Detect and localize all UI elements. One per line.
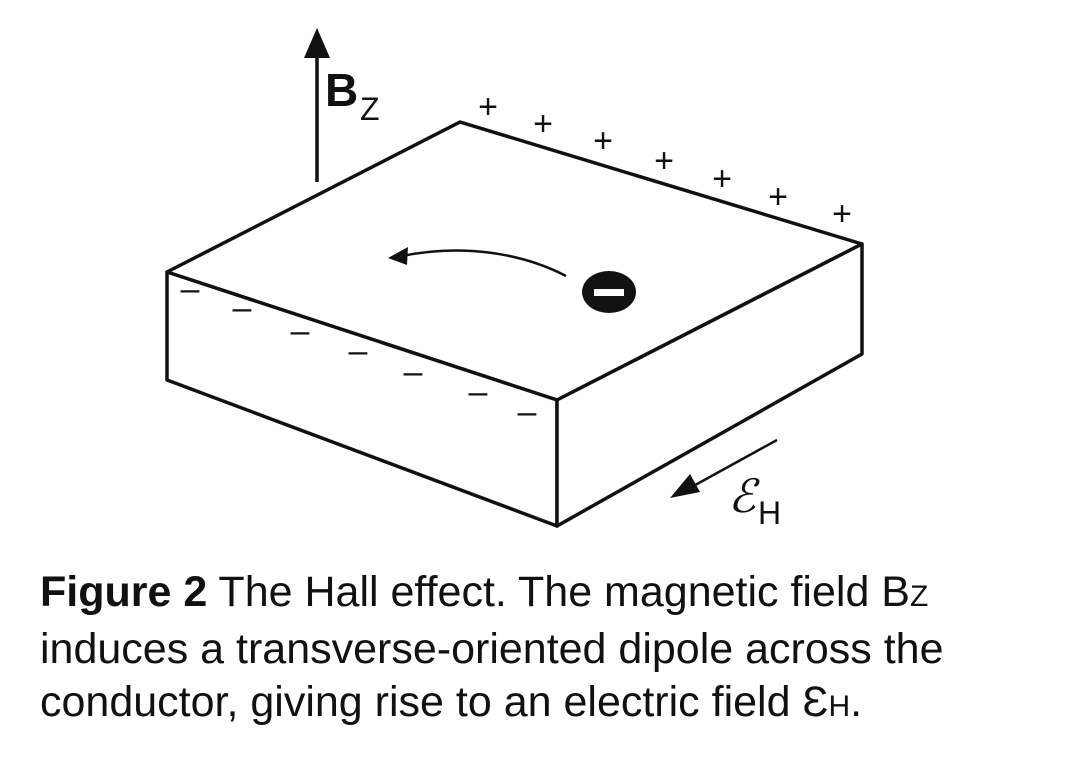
slab-right-face xyxy=(555,242,864,528)
positive-charge: + xyxy=(654,142,674,180)
electron-drift-arrow xyxy=(401,249,567,278)
negative-charges: ––––––– xyxy=(181,270,537,431)
caption-text-1: The Hall effect. The magnetic field B xyxy=(207,568,910,616)
caption-text-2: induces a transverse-oriented dipole acr… xyxy=(40,625,944,726)
conductor-slab xyxy=(165,120,864,528)
magnetic-field-arrowhead xyxy=(304,28,330,58)
magnetic-field-subscript: Z xyxy=(360,91,380,127)
caption-subscript-2: H xyxy=(828,690,851,723)
figure-caption: Figure 2 The Hall effect. The magnetic f… xyxy=(40,566,1050,733)
negative-charge: – xyxy=(233,289,252,327)
hall-field-label: ℰ xyxy=(728,469,760,523)
electron-minus-icon xyxy=(594,289,624,296)
electron-drift xyxy=(388,247,636,313)
magnetic-field-arrow: B Z xyxy=(304,28,380,182)
negative-charge: – xyxy=(291,312,310,350)
positive-charge: + xyxy=(768,178,788,216)
positive-charge: + xyxy=(533,105,553,143)
positive-charge: + xyxy=(712,160,732,198)
negative-charge: – xyxy=(349,332,368,370)
negative-charge: – xyxy=(181,270,200,308)
positive-charge: + xyxy=(593,122,613,160)
magnetic-field-label: B xyxy=(325,64,358,116)
positive-charges: + + + + + + + xyxy=(478,88,852,233)
positive-charge: + xyxy=(478,88,498,126)
hall-effect-diagram: B Z +++++++ ––––––– ℰ H xyxy=(165,28,864,531)
figure-number: Figure 2 xyxy=(40,568,208,616)
hall-field-arrowhead xyxy=(670,474,700,498)
negative-charge: – xyxy=(518,393,537,431)
positive-charge: + xyxy=(832,195,852,233)
hall-field-subscript: H xyxy=(758,495,781,531)
caption-subscript-1: Z xyxy=(909,580,929,613)
negative-charge: – xyxy=(404,353,423,391)
electron-drift-arrowhead xyxy=(388,247,408,265)
negative-charge: – xyxy=(469,373,488,411)
caption-text-3: . xyxy=(850,678,863,726)
hall-field-arrow: ℰ H xyxy=(670,438,781,531)
